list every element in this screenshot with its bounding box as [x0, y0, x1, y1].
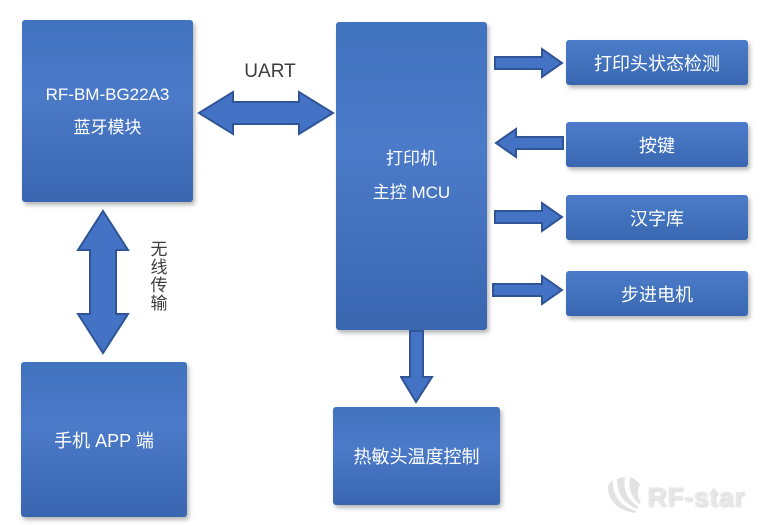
- arrow-mcu-to-font-library-icon: [494, 201, 564, 233]
- arrow-mcu-to-printhead-icon: [494, 47, 564, 79]
- node-buttons-label: 按键: [639, 135, 675, 156]
- node-bluetooth-module-line2: 蓝牙模块: [73, 118, 142, 137]
- wireless-link-label: 无线传输: [147, 240, 167, 312]
- node-buttons: 按键: [566, 122, 748, 167]
- node-bluetooth-module: RF-BM-BG22A3 蓝牙模块: [22, 20, 193, 202]
- node-phone-app-label: 手机 APP 端: [54, 430, 154, 451]
- node-printer-mcu-line1: 打印机: [386, 149, 437, 168]
- uart-double-arrow-icon: [197, 90, 335, 136]
- node-printer-mcu-line2: 主控 MCU: [372, 183, 451, 202]
- node-printhead-status-detection-label: 打印头状态检测: [594, 53, 720, 74]
- arrow-buttons-to-mcu-icon: [494, 127, 564, 159]
- node-stepper-motor: 步进电机: [566, 271, 748, 316]
- rf-star-logo-text: RF-star: [647, 482, 746, 512]
- node-printer-mcu: 打印机 主控 MCU: [336, 22, 487, 330]
- node-bluetooth-module-line1: RF-BM-BG22A3: [45, 85, 170, 104]
- node-chinese-font-library: 汉字库: [566, 195, 748, 240]
- node-stepper-motor-label: 步进电机: [621, 284, 693, 305]
- node-printhead-status-detection: 打印头状态检测: [566, 40, 748, 85]
- wireless-double-arrow-icon: [76, 209, 130, 355]
- node-chinese-font-library-label: 汉字库: [630, 208, 684, 229]
- arrow-mcu-to-stepper-motor-icon: [492, 274, 564, 306]
- node-thermal-head-temp-control-label: 热敏头温度控制: [353, 447, 480, 467]
- uart-link-label: UART: [244, 61, 296, 82]
- rf-star-logo-icon: [608, 477, 641, 513]
- node-thermal-head-temp-control: 热敏头温度控制: [333, 407, 500, 505]
- rf-star-watermark: RF-star: [606, 475, 745, 517]
- node-phone-app: 手机 APP 端: [21, 362, 187, 517]
- arrow-mcu-to-thermal-icon: [400, 330, 434, 404]
